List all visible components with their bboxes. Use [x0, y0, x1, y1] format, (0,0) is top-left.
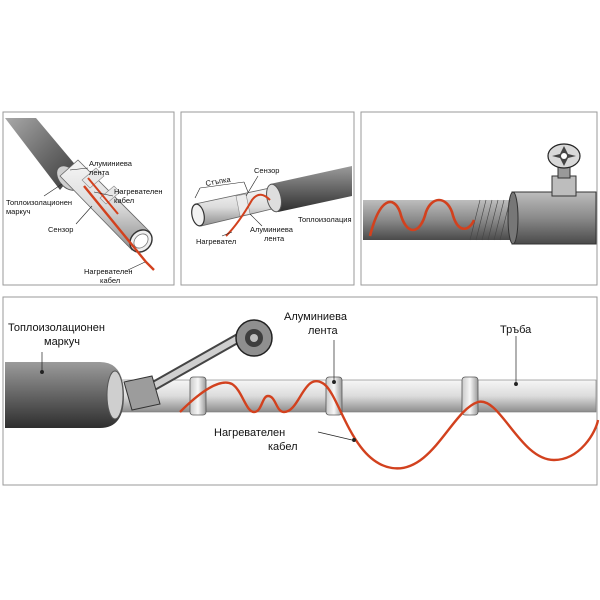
panel-2-heating-cable [225, 193, 271, 237]
p1-heating-cable-label: Нагревателен кабел [114, 187, 165, 205]
panel-1: Алуминиева лента Нагревателен кабел Топл… [2, 111, 175, 286]
p1-heating-cable-bottom-label: Нагревателен кабел [84, 267, 135, 285]
p4-pipe-label: Тръба [500, 324, 532, 336]
panel-1-heating-cable [83, 177, 155, 271]
panel-3-valve [547, 143, 581, 197]
panel-4-leaders [40, 336, 518, 442]
p2-sensor-label: Сензор [254, 166, 279, 175]
panel-1-leaders [43, 167, 146, 271]
panel-3 [360, 111, 598, 286]
panel-4-heating-cable [179, 380, 600, 470]
p2-insulation-label: Топлоизолация [298, 215, 352, 224]
panel-4: Топлоизолационен маркуч Алуминиева лента… [2, 296, 600, 486]
panel-4-clamp-tool [123, 319, 273, 411]
panel-3-heating-cable [368, 198, 476, 237]
panel-4-insulation-sleeve [5, 362, 124, 428]
panel-2: Сензор Стъпка Топлоизолация Нагревател А… [180, 111, 355, 286]
p4-aluminum-tape-label: Алуминиева лента [284, 311, 350, 337]
p1-sensor-label: Сензор [48, 225, 73, 234]
p1-aluminum-tape-label: Алуминиева лента [89, 159, 134, 177]
panel-3-pipe [363, 191, 597, 245]
panel-2-leaders [194, 175, 263, 237]
p2-heater-label: Нагревател [196, 237, 236, 246]
p2-aluminum-tape-label: Алуминиева лента [250, 225, 295, 243]
panel-1-pipe [5, 118, 153, 253]
p2-step-label: Стъпка [205, 175, 232, 188]
p4-insulation-sleeve-label: Топлоизолационен маркуч [8, 322, 108, 348]
p1-insulation-sleeve-label: Топлоизолационен маркуч [6, 198, 74, 216]
p4-heating-cable-label: Нагревателен кабел [214, 427, 298, 453]
